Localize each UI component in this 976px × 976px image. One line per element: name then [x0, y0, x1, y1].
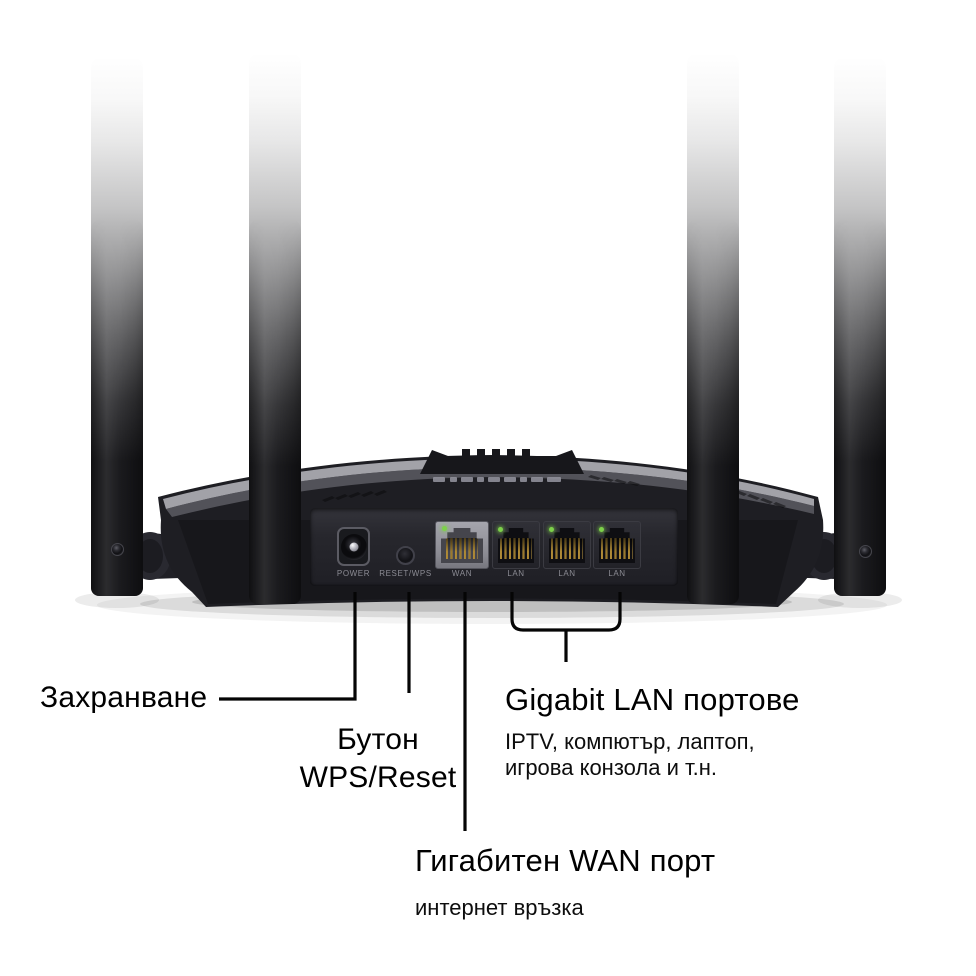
left-hinge-knuckle	[137, 539, 163, 573]
wps-reset-line1: Бутон	[337, 723, 419, 756]
wan-port	[435, 521, 489, 569]
lan-subtitle-line2: игрова конзола и т.н.	[505, 755, 718, 780]
wan-port-pins	[446, 538, 478, 559]
blade-teeth	[462, 449, 530, 458]
lan-port-label: LAN	[608, 569, 626, 578]
top-sheen	[163, 458, 814, 509]
ground-shadow	[75, 592, 159, 608]
lan-callout-title: Gigabit LAN портове	[505, 682, 800, 717]
wps-reset-line2: WPS/Reset	[299, 761, 457, 794]
antenna-outer-right	[834, 56, 886, 596]
power-jack-pin	[349, 542, 358, 551]
reset-wps-port-label: RESET/WPS	[379, 569, 432, 578]
lan-port-2	[543, 521, 591, 569]
lan-port-1	[492, 521, 540, 569]
antenna-inner-left	[249, 52, 301, 604]
vent-slits-center-right	[588, 475, 640, 486]
lan-led	[498, 527, 503, 532]
lan-led	[549, 527, 554, 532]
wan-port-opening	[441, 528, 483, 563]
power-port-label: POWER	[336, 569, 371, 578]
top-sheen	[166, 467, 814, 517]
wan-port-label: WAN	[451, 569, 473, 578]
lan-port-pins	[500, 538, 532, 559]
wan-led	[442, 526, 447, 531]
reset-wps-button	[396, 546, 415, 565]
lan-subtitle-line1: IPTV, компютър, лаптоп,	[505, 729, 755, 754]
vent-slits-left	[322, 490, 387, 502]
antenna-screw-icon	[111, 543, 124, 556]
logo-emboss-icon	[433, 477, 561, 482]
antenna-outer-left	[91, 56, 143, 596]
wan-callout-title: Гигабитен WAN порт	[415, 843, 716, 878]
lan-port-3	[593, 521, 641, 569]
lan-port-label: LAN	[558, 569, 576, 578]
lan-port-pins	[551, 538, 583, 559]
ground-shadow	[818, 592, 902, 608]
power-jack-ring	[340, 533, 367, 560]
vent-slits-right	[734, 490, 786, 508]
lan-callout-subtitle: IPTV, компютър, лаптоп, игрова конзола и…	[505, 729, 755, 781]
lan-led	[599, 527, 604, 532]
lan-port-opening	[599, 528, 635, 563]
callout-line-power	[219, 592, 357, 701]
lan-port-pins	[601, 538, 633, 559]
power-callout-label: Захранване	[40, 681, 208, 714]
top-center-blade	[420, 450, 584, 474]
power-jack	[337, 527, 370, 566]
wps-reset-callout-label: Бутон WPS/Reset	[257, 721, 499, 797]
antenna-inner-right	[687, 52, 739, 604]
lan-port-opening	[498, 528, 534, 563]
wan-callout-subtitle: интернет връзка	[415, 895, 584, 920]
lan-port-opening	[549, 528, 585, 563]
antenna-screw-icon	[859, 545, 872, 558]
lan-port-label: LAN	[507, 569, 525, 578]
